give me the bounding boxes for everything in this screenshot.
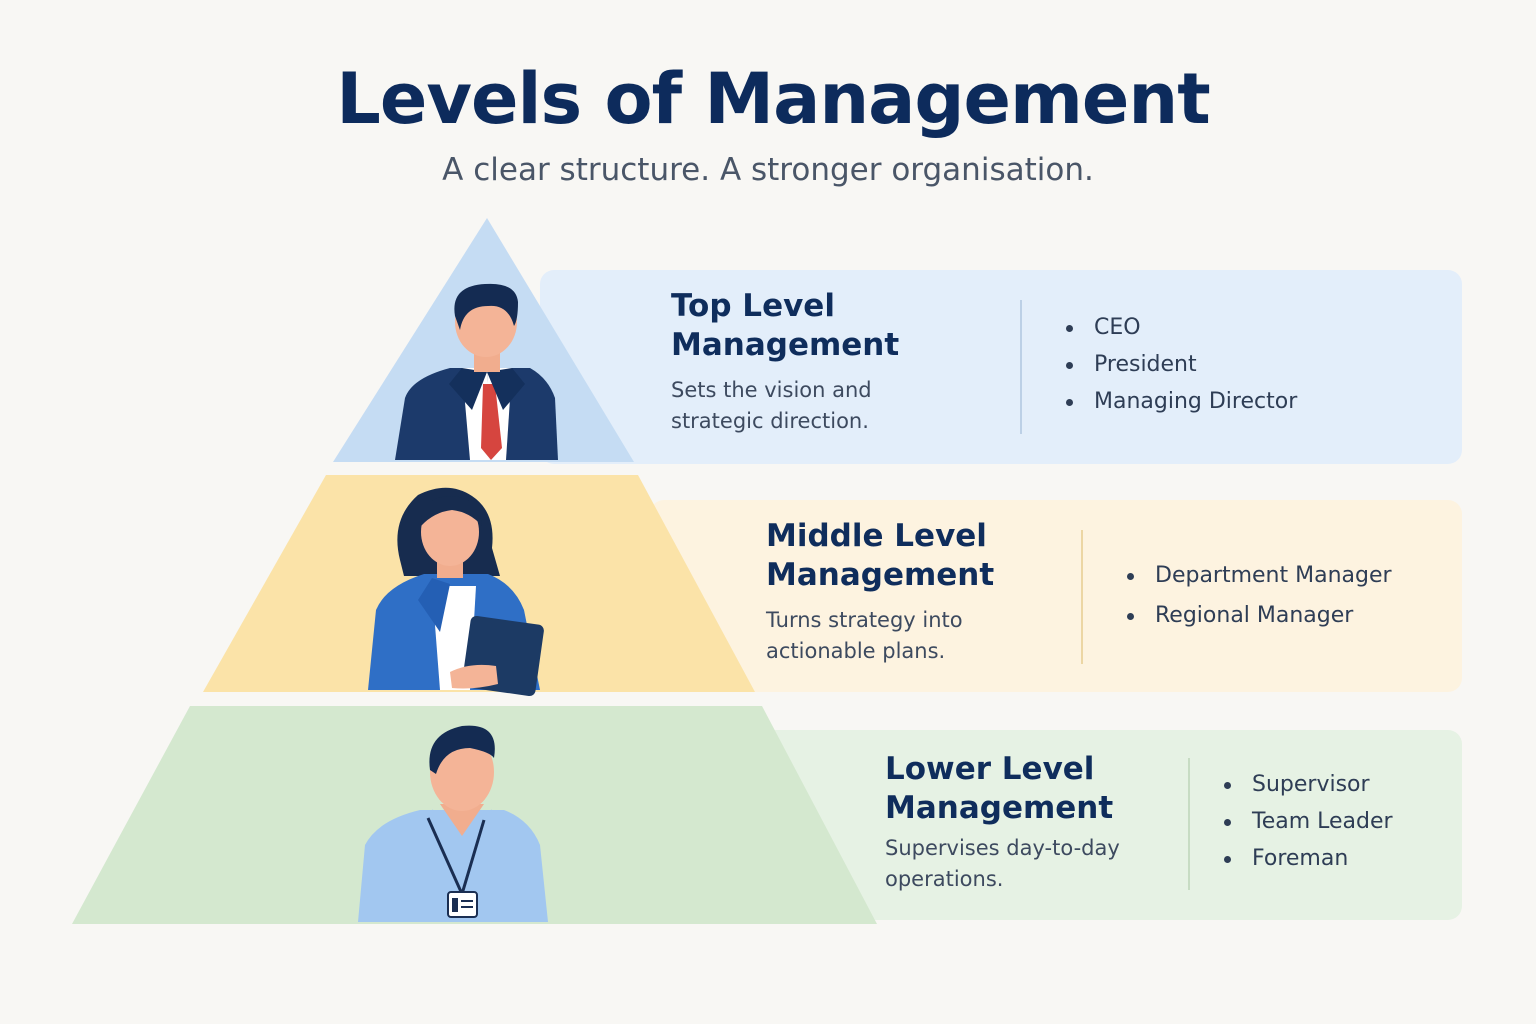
top-level-panel [540,270,1462,464]
role-item: Department Manager [1127,556,1392,596]
top-level-separator [1020,300,1022,434]
middle-level-separator [1081,530,1083,664]
role-item: CEO [1066,309,1297,346]
executive-icon [395,283,558,460]
top-level-description: Sets the vision and strategic direction. [671,378,872,433]
middle-level-title: Middle Level Management [766,518,995,593]
supervisor-icon [358,725,548,922]
role-item: Supervisor [1224,766,1393,803]
page-subtitle: A clear structure. A stronger organisati… [442,152,1094,188]
role-item: Regional Manager [1127,596,1392,636]
lower-level-panel [760,730,1462,920]
page-title: Levels of Management [336,58,1210,140]
role-item: Team Leader [1224,803,1393,840]
lower-level-title: Lower Level Management [885,751,1114,826]
role-item: Managing Director [1066,383,1297,420]
manager-icon [368,487,544,697]
lower-level-description: Supervises day-to-day operations. [885,836,1120,891]
middle-level-description: Turns strategy into actionable plans. [766,608,963,663]
role-item: Foreman [1224,840,1393,877]
lower-level-separator [1188,758,1190,890]
middle-level-panel [650,500,1462,692]
top-level-title: Top Level Management [671,288,900,363]
role-item: President [1066,346,1297,383]
